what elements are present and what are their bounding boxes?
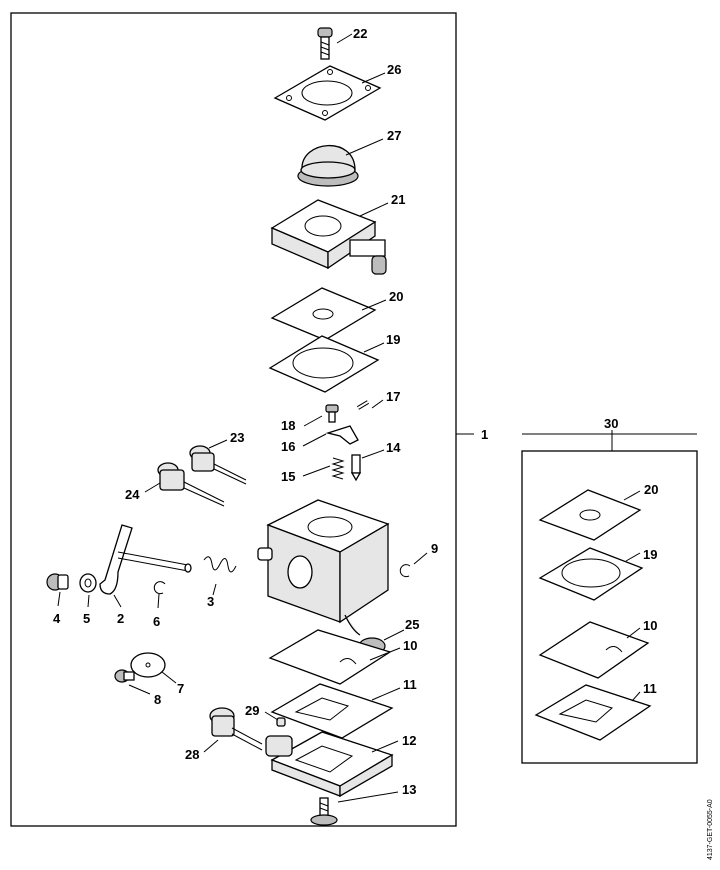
part-17-pin <box>356 400 370 410</box>
part-11-gasket <box>270 683 394 739</box>
document-id: 4137-GET-0055-A0 <box>707 799 714 860</box>
part-15-spring <box>331 457 345 480</box>
gasket-kit-frame <box>521 450 698 764</box>
kit-callout-19: 19 <box>643 547 657 562</box>
part-13-screw <box>310 797 338 826</box>
kit-callout-20: 20 <box>644 482 658 497</box>
kit-callout-10: 10 <box>643 618 657 633</box>
part-16-lever <box>325 425 359 445</box>
callout-3: 3 <box>207 594 214 609</box>
callout-25: 25 <box>405 617 419 632</box>
callout-18: 18 <box>281 418 295 433</box>
part-19-gasket <box>268 335 380 393</box>
callout-4: 4 <box>53 611 61 626</box>
callout-1: 1 <box>481 427 488 442</box>
callout-19: 19 <box>386 332 400 347</box>
part-2-throttle-shaft <box>99 524 192 595</box>
leader-lines <box>57 33 641 803</box>
callout-28: 28 <box>185 747 199 762</box>
part-6-clip <box>153 581 166 595</box>
callout-9: 9 <box>431 541 438 556</box>
callout-27: 27 <box>387 128 401 143</box>
callout-6: 6 <box>153 614 160 629</box>
callout-13: 13 <box>402 782 416 797</box>
part-22-screw <box>317 27 333 60</box>
callout-5: 5 <box>83 611 90 626</box>
part-24-adjusting-screw <box>157 462 225 507</box>
part-21-pump-cover <box>270 199 387 275</box>
callout-23: 23 <box>230 430 244 445</box>
kit-callout-11: 11 <box>643 681 657 696</box>
callout-30: 30 <box>604 416 618 431</box>
part-27-primer-bulb <box>297 145 359 187</box>
callout-7: 7 <box>177 681 184 696</box>
callout-22: 22 <box>353 26 367 41</box>
part-5-washer <box>79 573 97 593</box>
part-28-screw <box>209 707 263 751</box>
callout-29: 29 <box>245 703 259 718</box>
part-29-pin <box>276 717 286 727</box>
part-20-diaphragm <box>270 287 377 341</box>
callout-24: 24 <box>125 487 140 502</box>
kit-part-20-diaphragm <box>538 489 642 541</box>
callout-21: 21 <box>391 192 405 207</box>
callout-10: 10 <box>403 638 417 653</box>
part-9-clip <box>399 564 411 578</box>
part-12-metering-cover <box>265 731 394 798</box>
part-3-spring <box>203 556 237 573</box>
callout-8: 8 <box>154 692 161 707</box>
part-8-screw <box>114 669 135 683</box>
callout-11: 11 <box>403 677 417 692</box>
part-18-screw <box>325 404 339 423</box>
callout-2: 2 <box>117 611 124 626</box>
part-7-valve-disc <box>130 652 166 678</box>
part-23-adjusting-screw <box>189 445 247 485</box>
callout-14: 14 <box>386 440 401 455</box>
callout-17: 17 <box>386 389 400 404</box>
callout-20: 20 <box>389 289 403 304</box>
kit-part-10-diaphragm <box>538 621 650 679</box>
callout-26: 26 <box>387 62 401 77</box>
kit-part-11-gasket <box>534 684 652 741</box>
kit-part-19-gasket <box>538 547 644 601</box>
part-26-cover-plate <box>273 65 382 121</box>
callout-12: 12 <box>402 733 416 748</box>
callout-15: 15 <box>281 469 295 484</box>
main-assembly-frame <box>10 12 457 827</box>
carburetor-body <box>257 499 390 636</box>
part-4-screw <box>46 573 69 591</box>
part-14-inlet-needle <box>350 454 362 482</box>
callout-16: 16 <box>281 439 295 454</box>
